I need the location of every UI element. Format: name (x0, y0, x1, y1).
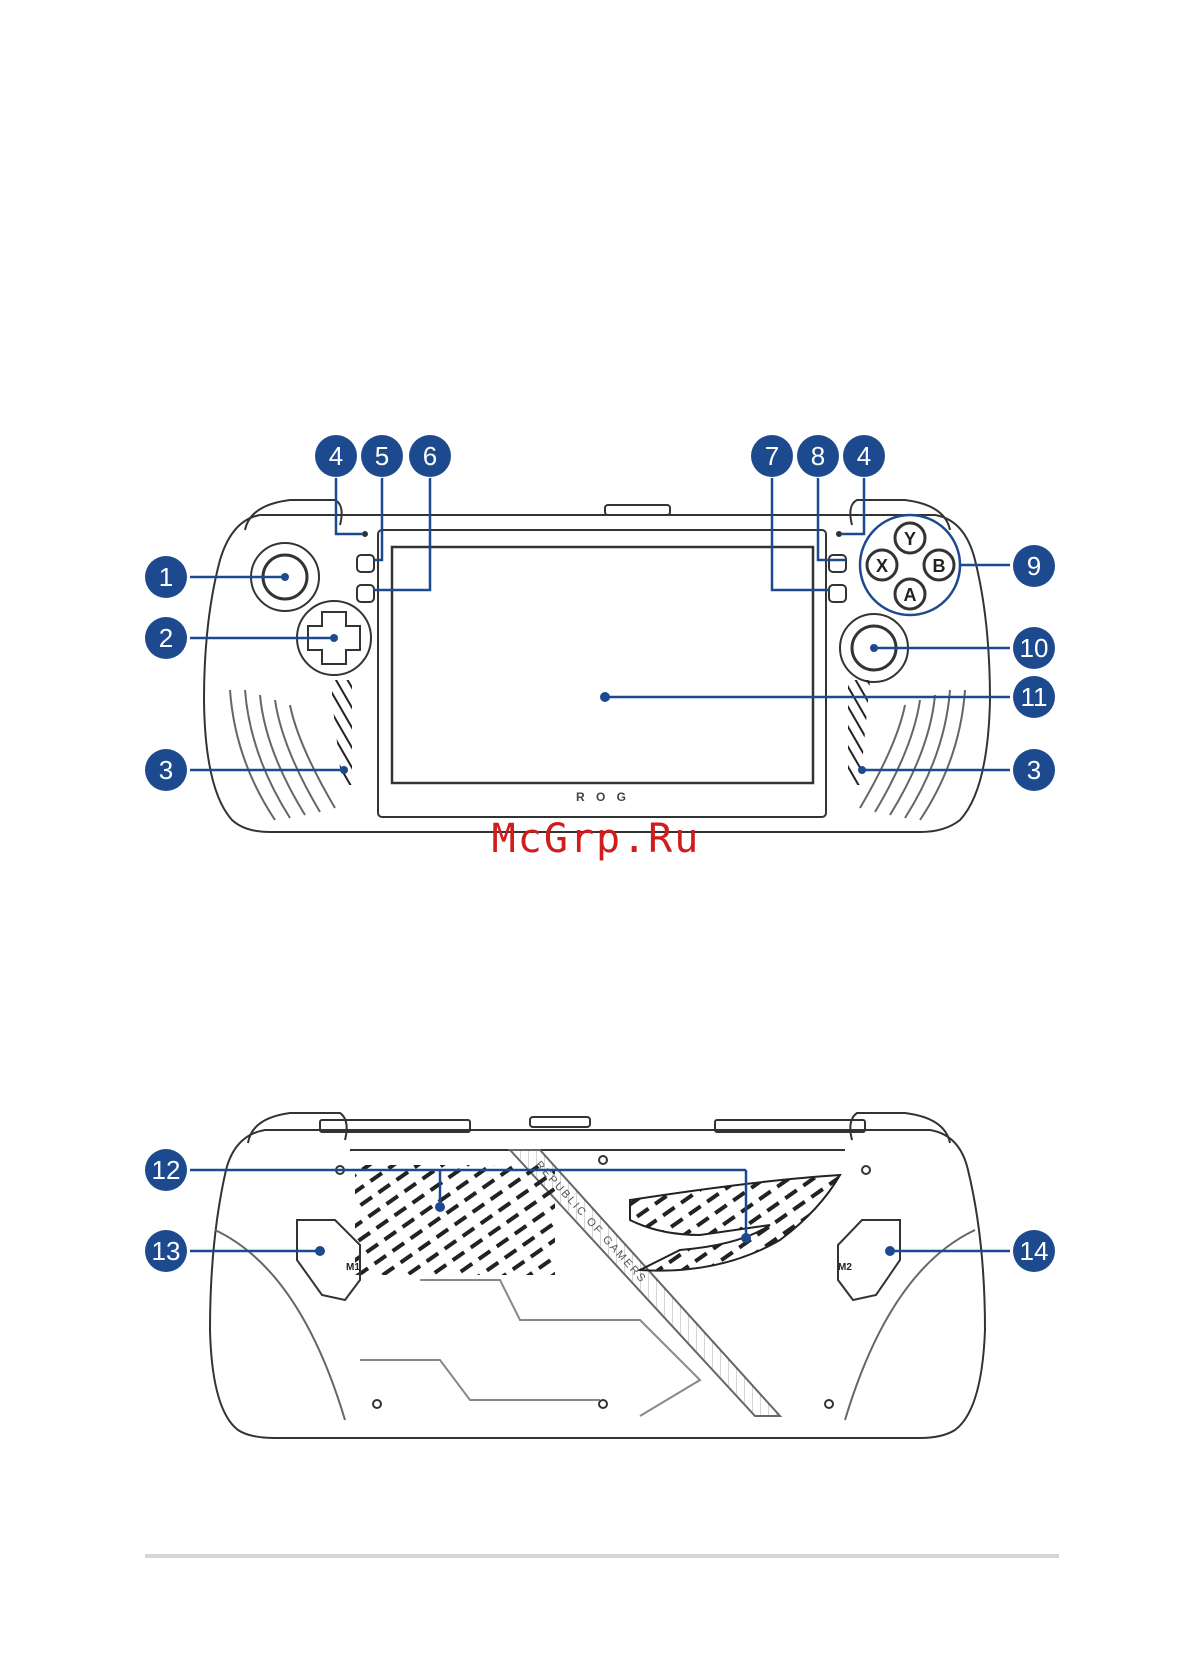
m1-back-button (297, 1220, 360, 1300)
screw (862, 1166, 870, 1174)
callout-5: 5 (361, 435, 403, 477)
svg-text:9: 9 (1027, 551, 1041, 581)
callout-12: 12 (145, 1149, 187, 1191)
callout-4-right: 4 (843, 435, 885, 477)
menu-button (829, 555, 846, 572)
m1-label: M1 (346, 1262, 360, 1273)
rear-power-button (530, 1117, 590, 1127)
svg-text:8: 8 (811, 441, 825, 471)
m2-label: M2 (838, 1262, 852, 1273)
right-microphone (837, 532, 841, 536)
callout-badges-front: 4 5 6 7 8 4 1 9 2 10 11 3 3 (145, 435, 1055, 791)
callout-6: 6 (409, 435, 451, 477)
callout-4-left: 4 (315, 435, 357, 477)
callout-3-right: 3 (1013, 749, 1055, 791)
callout-14: 14 (1013, 1230, 1055, 1272)
front-view (204, 500, 990, 832)
callout-13: 13 (145, 1230, 187, 1272)
callout-9: 9 (1013, 545, 1055, 587)
face-x-label: X (876, 556, 888, 576)
footer-rule (145, 1554, 1059, 1558)
rear-vent-grille (355, 1165, 555, 1275)
face-a-label: A (904, 585, 917, 605)
svg-text:12: 12 (152, 1155, 181, 1185)
svg-text:3: 3 (1027, 755, 1041, 785)
view-button (357, 555, 374, 572)
callout-badges-back: 12 13 14 (145, 1149, 1055, 1272)
svg-text:13: 13 (152, 1236, 181, 1266)
callout-3-left: 3 (145, 749, 187, 791)
left-rear-trigger (248, 1113, 347, 1143)
callout-7: 7 (751, 435, 793, 477)
back-body (210, 1130, 985, 1438)
callout-1: 1 (145, 556, 187, 598)
screw (599, 1400, 607, 1408)
svg-text:4: 4 (329, 441, 343, 471)
svg-text:7: 7 (765, 441, 779, 471)
back-view (210, 1113, 985, 1438)
svg-text:14: 14 (1020, 1236, 1049, 1266)
screw (373, 1400, 381, 1408)
callout-8: 8 (797, 435, 839, 477)
screen-brand-logo: R O G (576, 790, 630, 804)
screw (825, 1400, 833, 1408)
m2-back-button (838, 1220, 900, 1300)
svg-text:2: 2 (159, 623, 173, 653)
armoury-crate-button (829, 585, 846, 602)
callout-11: 11 (1013, 676, 1055, 718)
left-microphone (363, 532, 367, 536)
front-leader-dots (281, 573, 878, 774)
svg-text:3: 3 (159, 755, 173, 785)
face-y-label: Y (904, 529, 916, 549)
callout-10: 10 (1013, 627, 1055, 669)
svg-text:4: 4 (857, 441, 871, 471)
svg-text:1: 1 (159, 562, 173, 592)
power-button (605, 505, 670, 515)
screw (599, 1156, 607, 1164)
svg-text:11: 11 (1021, 682, 1048, 712)
rear-rog-logo (630, 1175, 840, 1271)
svg-text:10: 10 (1020, 633, 1049, 663)
face-b-label: B (933, 556, 946, 576)
command-center-button (357, 585, 374, 602)
callout-2: 2 (145, 617, 187, 659)
display-screen (392, 547, 813, 783)
watermark-text: McGrp.Ru (0, 816, 1192, 862)
screen-bezel (378, 530, 826, 817)
svg-text:5: 5 (375, 441, 389, 471)
svg-text:6: 6 (423, 441, 437, 471)
